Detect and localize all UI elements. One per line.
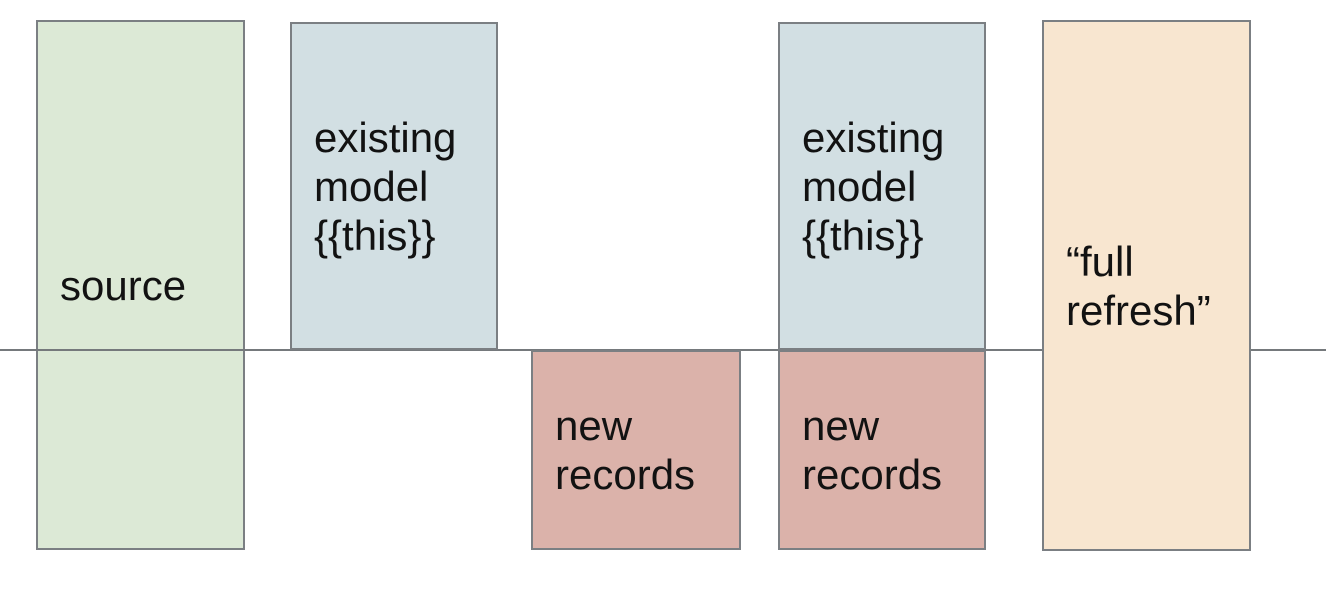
existing-model-box-2: existing model {{this}} <box>778 22 986 350</box>
new-records-box-1: new records <box>531 350 741 550</box>
full-refresh-box: “full refresh” <box>1042 20 1251 551</box>
source-box-label: source <box>60 261 187 309</box>
new-records-box-2-label: new records <box>802 402 943 498</box>
new-records-box-1-label: new records <box>555 402 696 498</box>
existing-model-box-1-label: existing model {{this}} <box>314 113 457 259</box>
existing-model-box-1: existing model {{this}} <box>290 22 498 350</box>
full-refresh-box-label: “full refresh” <box>1066 237 1211 334</box>
existing-model-box-2-label: existing model {{this}} <box>802 113 945 259</box>
new-records-box-2: new records <box>778 350 986 550</box>
source-box: source <box>36 20 245 550</box>
